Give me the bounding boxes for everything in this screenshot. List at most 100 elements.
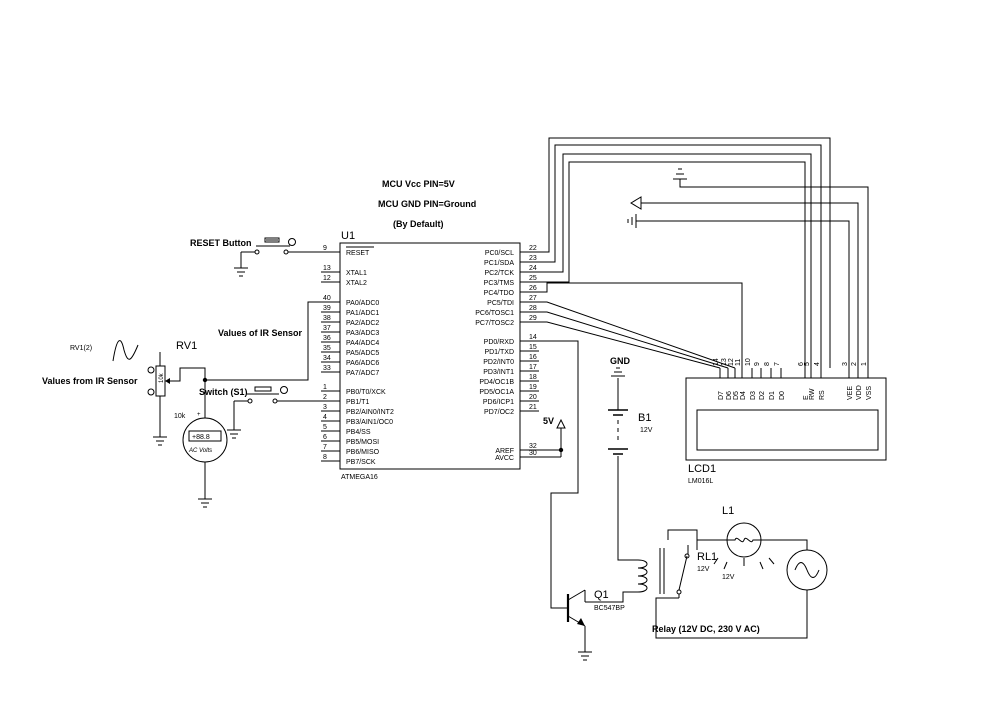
pin-number: 16 bbox=[529, 354, 537, 361]
ground-icon bbox=[673, 168, 687, 180]
pin-name: PD5/OC1A bbox=[479, 389, 514, 396]
lcd-part: LM016L bbox=[688, 478, 713, 485]
transistor-part: BC547BP bbox=[594, 605, 625, 612]
pin-number: 27 bbox=[529, 295, 537, 302]
switch-s1[interactable]: Switch (S1) bbox=[199, 386, 321, 431]
pin-number: 35 bbox=[323, 345, 331, 352]
pin-name: PD2/INT0 bbox=[483, 359, 514, 366]
relay-rl1[interactable]: RL1 12V bbox=[637, 529, 717, 604]
lamp-ref: L1 bbox=[722, 505, 734, 517]
svg-text:10k: 10k bbox=[159, 372, 165, 383]
pin-name: AVCC bbox=[495, 455, 514, 462]
pin-name: PD7/OC2 bbox=[484, 409, 514, 416]
note-vcc: MCU Vcc PIN=5V bbox=[382, 179, 455, 189]
power-arrow-icon bbox=[556, 418, 566, 429]
pin-number: 14 bbox=[529, 334, 537, 341]
ac-voltmeter: + +88.8 AC Volts bbox=[182, 412, 228, 463]
pin-name: RW bbox=[809, 388, 816, 400]
lcd-pins: 14D713D612D511D410D39D28D17D06E5RW4RS3VE… bbox=[713, 358, 873, 400]
pin-number: 4 bbox=[814, 362, 821, 366]
battery-b1[interactable]: B1 12V bbox=[608, 378, 653, 455]
pin-name: RESET bbox=[346, 250, 370, 257]
pin-number: 26 bbox=[529, 285, 537, 292]
pin-number: 11 bbox=[735, 359, 742, 366]
pin-name: PC1/SDA bbox=[484, 260, 514, 267]
pin-number: 40 bbox=[323, 295, 331, 302]
pin-number: 30 bbox=[529, 450, 537, 457]
pin-name: PB3/AIN1/OC0 bbox=[346, 419, 393, 426]
pin-name: VSS bbox=[866, 386, 873, 400]
rv1-ref: RV1 bbox=[176, 340, 197, 352]
ground-icon bbox=[198, 498, 212, 508]
battery-value: 12V bbox=[640, 427, 653, 434]
mcu-u1[interactable]: U1 ATMEGA16 9RESET13XTAL112XTAL240PA0/AD… bbox=[321, 230, 539, 481]
pin-name: VEE bbox=[847, 386, 854, 400]
pin-name: D1 bbox=[769, 391, 776, 400]
ground-icon bbox=[627, 214, 637, 228]
mcu-right-pins: 22PC0/SCL23PC1/SDA24PC2/TCK25PC3/TMS26PC… bbox=[475, 245, 539, 462]
lamp-value: 12V bbox=[722, 574, 735, 581]
pin-name: PC5/TDI bbox=[487, 300, 514, 307]
pin-name: D2 bbox=[759, 391, 766, 400]
lcd-lm016l[interactable]: LCD1 LM016L 14D713D612D511D410D39D28D17D… bbox=[685, 358, 887, 485]
pin-name: D0 bbox=[779, 391, 786, 400]
battery-ref: B1 bbox=[638, 412, 651, 424]
pin-number: 18 bbox=[529, 374, 537, 381]
pin-number: 12 bbox=[728, 358, 735, 366]
pin-number: 28 bbox=[529, 305, 537, 312]
potentiometer-rv1[interactable]: RV1(2) RV1 10k Values from IR Sensor 10k bbox=[42, 340, 206, 437]
pin-number: 4 bbox=[323, 414, 327, 421]
lamp-l1[interactable]: L1 12V bbox=[713, 505, 775, 581]
reset-button[interactable]: RESET Button bbox=[190, 237, 321, 268]
pin-number: 20 bbox=[529, 394, 537, 401]
waveform-icon bbox=[112, 340, 139, 362]
wire-battery-coil bbox=[617, 456, 638, 561]
pin-name: PC0/SCL bbox=[485, 250, 514, 257]
pin-name: PB5/MOSI bbox=[346, 439, 379, 446]
pin-name: D4 bbox=[740, 391, 747, 400]
wire-ac-return bbox=[655, 590, 808, 639]
pin-number: 19 bbox=[529, 384, 537, 391]
pin-number: 6 bbox=[798, 362, 805, 366]
pin-number: 5 bbox=[323, 424, 327, 431]
pin-name: PB7/SCK bbox=[346, 459, 376, 466]
pin-number: 1 bbox=[861, 362, 868, 366]
lcd-pin-D2: 9D2 bbox=[754, 362, 766, 400]
pin-name: PC2/TCK bbox=[484, 270, 514, 277]
lcd-pin-D0: 7D0 bbox=[774, 362, 786, 400]
voltmeter-reading: +88.8 bbox=[192, 434, 210, 441]
lcd-body bbox=[685, 377, 887, 461]
lcd-ref: LCD1 bbox=[688, 463, 716, 475]
pin-name: PC7/TOSC2 bbox=[475, 320, 514, 327]
pin-number: 22 bbox=[529, 245, 537, 252]
pin-name: VDD bbox=[856, 385, 863, 400]
pin-number: 10 bbox=[745, 358, 752, 366]
pin-number: 7 bbox=[323, 444, 327, 451]
pin-name: PA6/ADC6 bbox=[346, 360, 379, 367]
ground-icon bbox=[234, 267, 248, 277]
pin-name: PA2/ADC2 bbox=[346, 320, 379, 327]
transistor-q1[interactable]: Q1 BC547BP bbox=[566, 589, 625, 652]
pin-number: 32 bbox=[529, 443, 537, 450]
pin-number: 3 bbox=[323, 404, 327, 411]
pin-number: 8 bbox=[323, 454, 327, 461]
pin-number: 8 bbox=[764, 362, 771, 366]
